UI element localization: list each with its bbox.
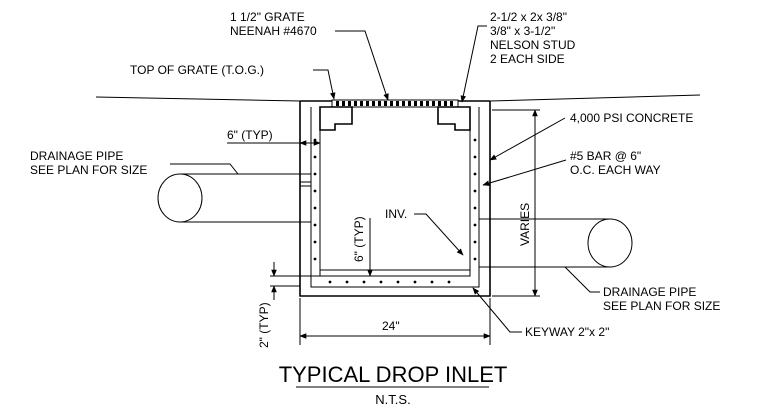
rebar-dot [328, 280, 332, 284]
rebar-dot [313, 155, 317, 159]
rebar-dot [473, 172, 477, 176]
rebar-dot [473, 257, 477, 261]
ground-line [95, 94, 701, 102]
pipe-left-label-line1: DRAINAGE PIPE [30, 149, 123, 163]
grate-bar [390, 101, 393, 106]
rebar-dot [313, 240, 317, 244]
rebar-dot [362, 280, 366, 284]
floor-thickness-label: 6" (TYP) [352, 216, 366, 262]
rebar-dot [313, 172, 317, 176]
grate-bar [342, 101, 345, 106]
drainage-pipe-right [479, 218, 633, 268]
rebar-label-line2: O.C. EACH WAY [570, 163, 661, 177]
grate-bar [384, 101, 387, 106]
angle-label-line2: 3/8" x 3-1/2" [490, 24, 555, 38]
grate-bar [438, 101, 441, 106]
grate-bar [366, 101, 369, 106]
grate-bar [396, 101, 399, 106]
rebar-dot [313, 138, 317, 142]
rebar-dot [313, 223, 317, 227]
rebar-dot [413, 280, 417, 284]
drawing-title: TYPICAL DROP INLET N.T.S. [279, 362, 508, 407]
rebar-dot [473, 223, 477, 227]
grate-bar [450, 101, 453, 106]
rebar-dot [473, 155, 477, 159]
grate-bar [432, 101, 435, 106]
rebar-dot [345, 280, 349, 284]
grate-bar [354, 101, 357, 106]
grate-bar [444, 101, 447, 106]
rebar-dot [447, 280, 451, 284]
width-label: 24" [382, 319, 400, 333]
rebar-dot [379, 280, 383, 284]
angle-frame-right [437, 106, 471, 131]
keyway-offset-label: 2" (TYP) [257, 302, 271, 348]
drainage-pipe-left [157, 173, 311, 223]
grate-bar [420, 101, 423, 106]
inlet-structure [299, 100, 491, 297]
varies-label: VARIES [518, 203, 532, 246]
dimension-varies: VARIES [492, 109, 540, 297]
rebar-dots [313, 138, 477, 284]
dimension-keyway-offset: 2" (TYP) [257, 262, 320, 348]
rebar-dot [473, 240, 477, 244]
rebar-dot [430, 280, 434, 284]
title-scale: N.T.S. [375, 392, 410, 407]
grate-bar [336, 101, 339, 106]
dimension-floor-thickness: 6" (TYP) [352, 216, 373, 277]
angle-label-line1: 2-1/2 x 2x 3/8" [490, 10, 567, 24]
wall-thickness-label: 6" (TYP) [227, 128, 273, 142]
rebar-dot [313, 206, 317, 210]
rebar-label-line1: #5 BAR @ 6" [570, 149, 641, 163]
dimension-wall-thickness: 6" (TYP) [227, 128, 321, 146]
grate-bar [408, 101, 411, 106]
grate-bar [402, 101, 405, 106]
top-of-grate-label: TOP OF GRATE (T.O.G.) [130, 63, 264, 77]
grate-bar [348, 101, 351, 106]
grate-bar [372, 101, 375, 106]
rebar-dot [396, 280, 400, 284]
angle-label-line4: 2 EACH SIDE [490, 52, 565, 66]
dimension-width: 24" [299, 298, 491, 345]
rebar-dot [473, 189, 477, 193]
grate-label-line1: 1 1/2" GRATE [230, 10, 305, 24]
grate [331, 99, 459, 108]
grate-bar [414, 101, 417, 106]
rebar-dot [313, 257, 317, 261]
rebar-dot [313, 189, 317, 193]
keyway-label: KEYWAY 2"x 2" [525, 325, 609, 339]
inv-label: INV. [385, 207, 407, 221]
callouts: 1 1/2" GRATE NEENAH #4670 TOP OF GRATE (… [30, 10, 720, 339]
angle-frame-left [319, 106, 353, 131]
grate-bar [426, 101, 429, 106]
pipe-left-label-line2: SEE PLAN FOR SIZE [30, 163, 147, 177]
pipe-right-label-line2: SEE PLAN FOR SIZE [603, 299, 720, 313]
grate-bar [378, 101, 381, 106]
pipe-right-label-line1: DRAINAGE PIPE [603, 285, 696, 299]
rebar-dot [473, 138, 477, 142]
grate-label-line2: NEENAH #4670 [230, 24, 317, 38]
title-main: TYPICAL DROP INLET [279, 362, 508, 387]
rebar-dot [473, 206, 477, 210]
angle-label-line3: NELSON STUD [490, 38, 576, 52]
grate-bar [360, 101, 363, 106]
concrete-label: 4,000 PSI CONCRETE [570, 111, 693, 125]
